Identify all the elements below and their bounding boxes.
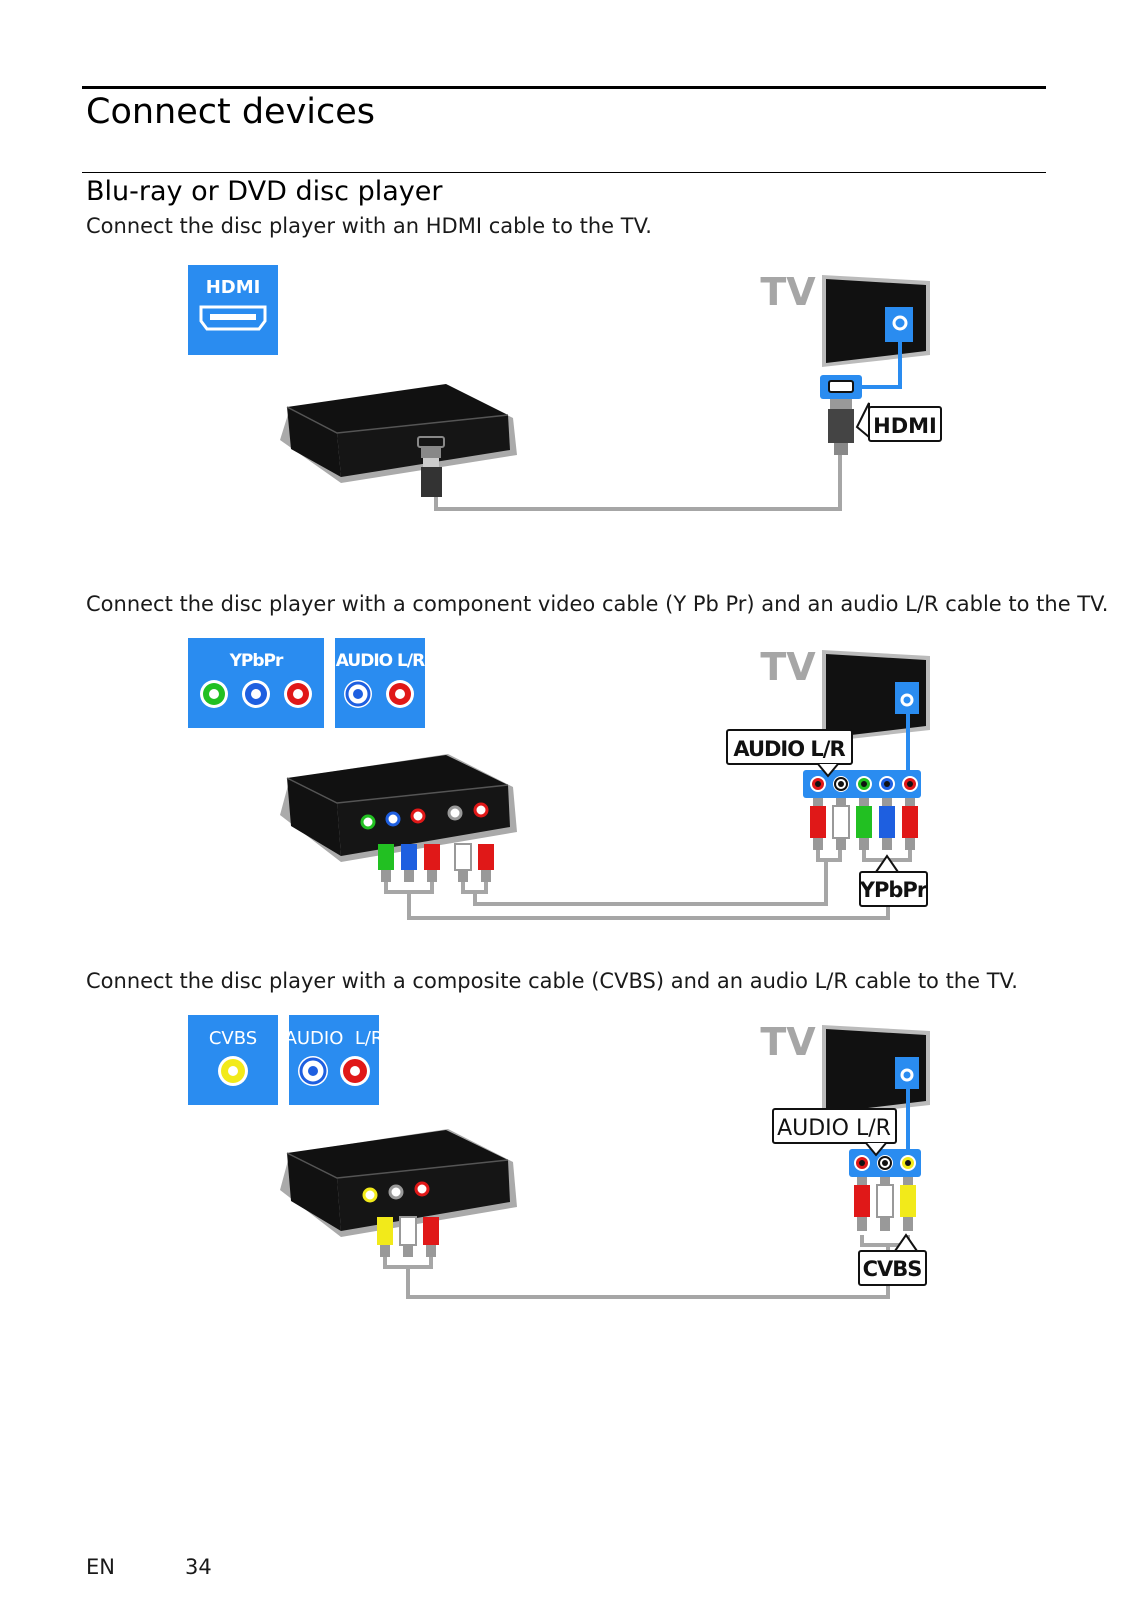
- tv-label: TV: [760, 270, 816, 314]
- tv-plugs: [810, 798, 918, 850]
- tv-audio-label: AUDIO L/R: [733, 737, 845, 761]
- audio-lr-callout: AUDIO L/R: [726, 729, 853, 778]
- tv-video-label: CVBS: [863, 1257, 922, 1281]
- title-rule: [82, 86, 1046, 89]
- disc-player: [280, 384, 517, 483]
- component-cables: [384, 850, 912, 920]
- ypbpr-badge-label: YPbPr: [229, 651, 284, 671]
- hdmi-plug-icon: [828, 399, 854, 455]
- tv-connection-line: [860, 331, 902, 389]
- tv-port-callout: HDMI: [855, 402, 942, 442]
- cvbs-callout: CVBS: [858, 1233, 927, 1286]
- tv-icon: [822, 650, 930, 742]
- tv-label: TV: [760, 1020, 816, 1064]
- tv-port-strip: [849, 1149, 921, 1177]
- tv-port-strip: [803, 770, 921, 798]
- composite-cables: [383, 1235, 910, 1299]
- component-caption: Connect the disc player with a component…: [86, 592, 1109, 616]
- tv-port-label: HDMI: [873, 414, 937, 438]
- composite-caption: Connect the disc player with a composite…: [86, 969, 1018, 993]
- footer-language: EN: [86, 1555, 115, 1579]
- cvbs-badge-label: CVBS: [209, 1028, 257, 1049]
- composite-diagram: CVBS AUDIO L/R TV: [188, 1015, 930, 1299]
- disc-player: [280, 754, 517, 862]
- tv-icon: [822, 1025, 930, 1117]
- hdmi-plug-icon: [421, 446, 442, 497]
- tv-video-label: YPbPr: [859, 878, 928, 902]
- audio-lr-badge: AUDIO L/R: [335, 638, 426, 728]
- hdmi-diagram: HDMI TV HD: [188, 265, 942, 511]
- hdmi-badge: HDMI: [188, 265, 278, 355]
- hdmi-badge-label: HDMI: [206, 277, 261, 298]
- audio-lr-badge: AUDIO L/R: [285, 1015, 384, 1105]
- audio-badge-label: AUDIO L/R: [285, 1028, 384, 1049]
- player-plugs: [377, 1216, 439, 1257]
- hdmi-port-icon: [199, 305, 267, 331]
- section-rule: [82, 172, 1046, 173]
- audio-lr-callout: AUDIO L/R: [772, 1108, 897, 1157]
- section-title: Blu-ray or DVD disc player: [86, 176, 443, 207]
- audio-badge-label: AUDIO L/R: [336, 651, 425, 671]
- page-number: 34: [185, 1555, 212, 1579]
- tv-label: TV: [760, 645, 816, 689]
- disc-player: [280, 1129, 517, 1237]
- component-diagram: YPbPr AUDIO L/R: [188, 638, 930, 920]
- ypbpr-callout: YPbPr: [859, 854, 929, 907]
- tv-icon: [822, 275, 930, 367]
- tv-audio-label: AUDIO L/R: [777, 1116, 891, 1141]
- player-plugs: [378, 843, 494, 882]
- ypbpr-badge: YPbPr: [188, 638, 324, 728]
- hdmi-cable: [434, 455, 842, 511]
- page-title: Connect devices: [86, 92, 376, 132]
- hdmi-port-icon: [820, 375, 862, 399]
- tv-plugs: [854, 1177, 916, 1231]
- cvbs-badge: CVBS: [188, 1015, 278, 1105]
- hdmi-caption: Connect the disc player with an HDMI cab…: [86, 214, 652, 238]
